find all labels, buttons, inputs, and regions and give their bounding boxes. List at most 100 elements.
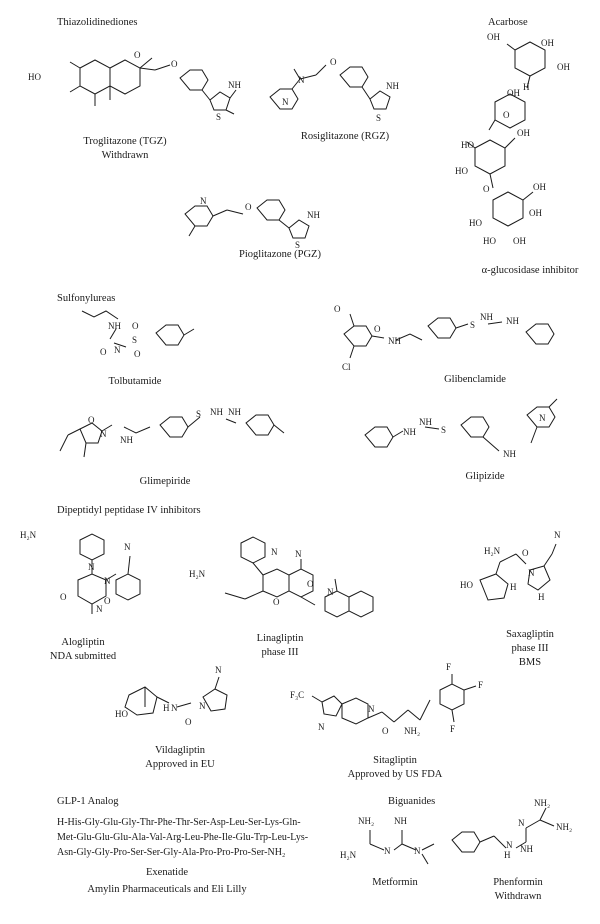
atom-o: O — [134, 349, 141, 359]
glibenclamide-structure: O O NH S NH NH Cl — [334, 304, 555, 372]
atom-oh: OH — [557, 62, 570, 72]
pioglitazone-structure: N O NH S — [184, 196, 320, 250]
pioglitazone-name: Pioglitazone (PGZ) — [239, 249, 321, 260]
atom-nh2: NH₂ — [534, 798, 550, 808]
atom-o: O — [273, 597, 280, 607]
atom-o: O — [334, 304, 341, 314]
phenformin-name: Phenformin — [493, 877, 543, 888]
atom-h2n: H₂N — [340, 850, 357, 860]
atom-o: O — [171, 59, 178, 69]
linagliptin-structure: H₂N N N O O N — [189, 536, 374, 618]
atom-n: N — [327, 587, 334, 597]
atom-o: O — [330, 57, 337, 67]
atom-n: N — [100, 429, 107, 439]
atom-o: O — [100, 347, 107, 357]
atom-ho: HO — [469, 218, 482, 228]
atom-o: O — [503, 110, 510, 120]
atom-n: N — [114, 345, 121, 355]
atom-s: S — [216, 112, 221, 122]
rosiglitazone-name: Rosiglitazone (RGZ) — [300, 131, 390, 142]
atom-nh: NH — [307, 210, 320, 220]
atom-oh: OH — [513, 236, 526, 246]
atom-o: O — [132, 321, 139, 331]
atom-s: S — [132, 335, 137, 345]
atom-n: N — [554, 530, 561, 540]
exenatide-sponsor: Amylin Pharmaceuticals and Eli Lilly — [87, 884, 247, 895]
atom-nh: NH — [388, 336, 401, 346]
sitagliptin-name: Sitagliptin — [373, 755, 417, 766]
sitagliptin-status: Approved by US FDA — [347, 769, 443, 780]
glimepiride-structure: O N NH S NH NH — [59, 407, 285, 458]
alogliptin-status: NDA submitted — [49, 651, 117, 662]
atom-n: N — [506, 840, 513, 850]
atom-h: H — [163, 703, 170, 713]
metformin-name: Metformin — [372, 877, 418, 888]
atom-o: O — [522, 548, 529, 558]
saxagliptin-name: Saxagliptin — [506, 629, 554, 640]
troglitazone-name: Troglitazone (TGZ) — [83, 136, 167, 147]
atom-nh: NH — [108, 321, 121, 331]
atom-o: O — [134, 50, 141, 60]
atom-nh: NH — [394, 816, 407, 826]
atom-ho: HO — [28, 72, 41, 82]
atom-o: O — [307, 579, 314, 589]
atom-ho: HO — [460, 580, 473, 590]
phenformin-status: Withdrawn — [494, 891, 542, 902]
glipizide-structure: NH NH S N NH — [364, 398, 558, 459]
atom-nh2: NH₂ — [404, 726, 420, 736]
atom-nh: NH — [419, 417, 432, 427]
atom-h2n: H₂N — [20, 530, 37, 540]
glimepiride-name: Glimepiride — [139, 476, 191, 487]
atom-s: S — [295, 240, 300, 250]
atom-oh: OH — [517, 128, 530, 138]
saxagliptin-status: phase III — [511, 643, 549, 654]
atom-h: H — [523, 82, 530, 92]
atom-h: H — [510, 582, 517, 592]
atom-oh: OH — [541, 38, 554, 48]
atom-nh: NH — [480, 312, 493, 322]
atom-ho: HO — [461, 140, 474, 150]
linagliptin-name: Linagliptin — [256, 633, 304, 644]
metformin-structure: NH₂ NH H₂N N N — [340, 816, 435, 865]
atom-nh: NH — [403, 427, 416, 437]
alogliptin-structure: H₂N N N N O N O — [20, 530, 141, 614]
atom-ho: HO — [115, 709, 128, 719]
atom-n: N — [528, 568, 535, 578]
atom-n: N — [518, 818, 525, 828]
section-thiazolidinediones: Thiazolidinediones — [57, 17, 138, 28]
atom-oh: OH — [533, 182, 546, 192]
atom-o: O — [483, 184, 490, 194]
atom-o: O — [104, 596, 111, 606]
exenatide-name: Exenatide — [146, 867, 188, 878]
atom-f: F — [478, 680, 483, 690]
atom-n: N — [96, 604, 103, 614]
atom-o: O — [382, 726, 389, 736]
atom-n: N — [200, 196, 207, 206]
atom-oh: OH — [487, 32, 500, 42]
atom-nh: NH — [386, 81, 399, 91]
atom-ho: HO — [455, 166, 468, 176]
saxagliptin-sponsor: BMS — [518, 657, 542, 668]
atom-n: N — [199, 701, 206, 711]
atom-o: O — [185, 717, 192, 727]
atom-nh: NH — [120, 435, 133, 445]
atom-n: N — [318, 722, 325, 732]
section-acarbose: Acarbose — [488, 17, 528, 28]
atom-nh: NH — [520, 844, 533, 854]
atom-n: N — [171, 703, 178, 713]
atom-o: O — [374, 324, 381, 334]
tolbutamide-name: Tolbutamide — [108, 376, 162, 387]
atom-nh: NH — [210, 407, 223, 417]
glibenclamide-name: Glibenclamide — [444, 374, 506, 385]
atom-f: F — [450, 724, 455, 734]
atom-s: S — [376, 113, 381, 123]
atom-s: S — [441, 425, 446, 435]
vildagliptin-structure: HO H N O N N — [115, 665, 228, 727]
atom-h2n: H₂N — [189, 569, 206, 579]
linagliptin-status: phase III — [261, 647, 299, 658]
troglitazone-structure: HO O O S NH — [28, 50, 241, 122]
glipizide-name: Glipizide — [465, 471, 505, 482]
atom-cl: Cl — [342, 362, 351, 372]
atom-nh: NH — [228, 80, 241, 90]
atom-n: N — [539, 413, 546, 423]
